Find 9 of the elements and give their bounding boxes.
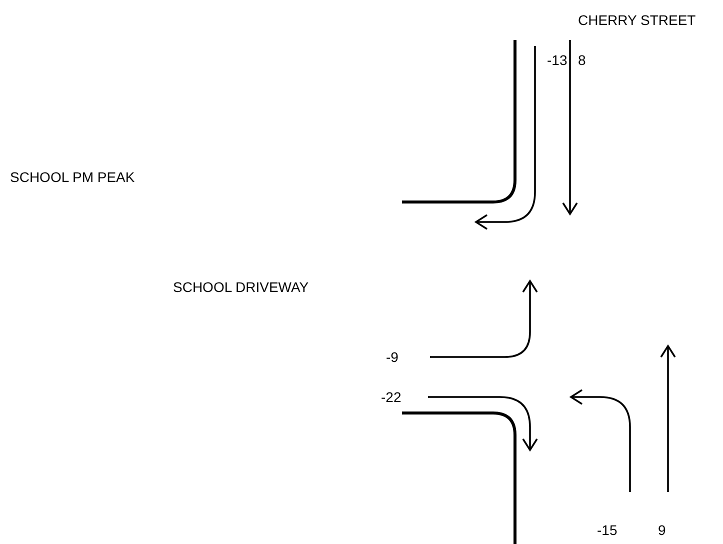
volume-number: 9 — [658, 522, 666, 538]
volume-number: -15 — [597, 522, 618, 538]
volume-number: 8 — [578, 52, 586, 68]
volume-number: -22 — [381, 389, 402, 405]
street-name: SCHOOL DRIVEWAY — [173, 279, 309, 295]
peak-period-label: SCHOOL PM PEAK — [10, 169, 135, 185]
volume-number: -13 — [547, 52, 568, 68]
volume-number: -9 — [386, 349, 398, 365]
street-name: CHERRY STREET — [578, 12, 696, 28]
